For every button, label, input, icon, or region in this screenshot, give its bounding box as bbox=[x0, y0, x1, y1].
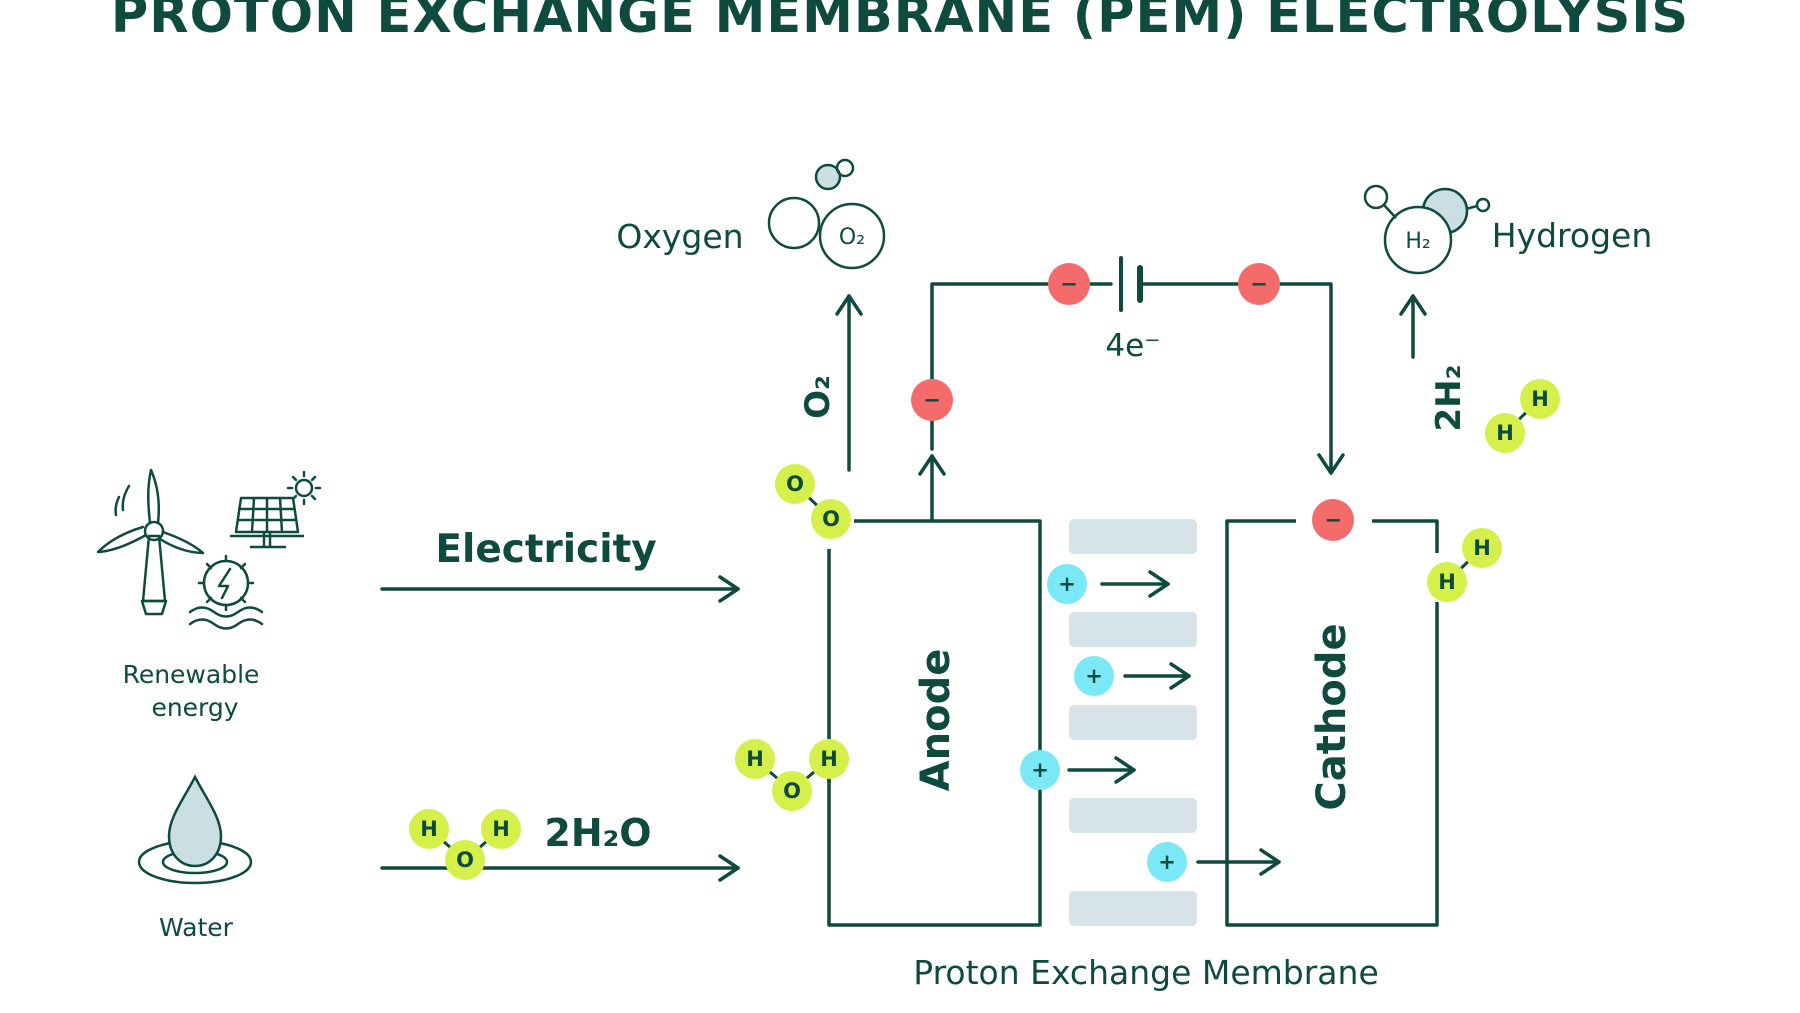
water-molecule-input: H H O bbox=[409, 809, 521, 880]
water-drop-icon bbox=[137, 774, 253, 885]
h2-molecule-label: H₂ bbox=[1405, 229, 1430, 254]
electricity-arrow bbox=[380, 575, 740, 603]
wind-turbine-icon bbox=[96, 468, 205, 616]
proton-group: + + + + bbox=[1020, 564, 1187, 882]
atom-h: H bbox=[492, 817, 510, 841]
atom-h: H bbox=[820, 747, 838, 771]
electron-group: − − − − bbox=[911, 263, 1354, 541]
membrane-label: Proton Exchange Membrane bbox=[913, 953, 1379, 992]
proton bbox=[1047, 564, 1087, 604]
hydrogen-molecule: H H bbox=[1427, 528, 1502, 602]
hydrogen-up-arrow bbox=[1399, 294, 1427, 359]
atom-h: H bbox=[746, 747, 764, 771]
cathode-label: Cathode bbox=[1309, 623, 1355, 810]
hydrogen-molecule-icon bbox=[1363, 184, 1491, 275]
hydrogen-label: Hydrogen bbox=[1492, 216, 1653, 255]
proton bbox=[1147, 842, 1187, 882]
atom-h: H bbox=[420, 817, 438, 841]
atom-h: H bbox=[1531, 387, 1549, 411]
oxygen-label: Oxygen bbox=[616, 217, 743, 256]
anode-label: Anode bbox=[913, 649, 959, 792]
proton-sign: + bbox=[1158, 850, 1176, 874]
water-label: Water bbox=[159, 913, 234, 942]
oxygen-molecule-icon bbox=[767, 158, 886, 270]
oxygen-up-arrow bbox=[835, 294, 863, 472]
proton bbox=[1020, 750, 1060, 790]
electron bbox=[1238, 263, 1280, 305]
hydro-power-icon bbox=[188, 554, 264, 630]
o2-flow-label: O₂ bbox=[798, 375, 838, 419]
solar-panel-icon bbox=[230, 496, 304, 549]
o2-molecule-label: O₂ bbox=[839, 225, 865, 250]
proton-exchange-membrane bbox=[1069, 519, 1197, 926]
electron-sign: − bbox=[1060, 272, 1078, 296]
oxygen-molecule: O O bbox=[775, 464, 851, 539]
renewable-energy-label-line2: energy bbox=[151, 693, 238, 722]
water-molecule-anode: H H O bbox=[735, 739, 849, 811]
electron-sign: − bbox=[1250, 272, 1268, 296]
electron bbox=[911, 379, 953, 421]
atom-o: O bbox=[783, 779, 801, 803]
electron bbox=[1312, 499, 1354, 541]
proton-sign: + bbox=[1085, 664, 1103, 688]
electron-sign: − bbox=[923, 388, 941, 412]
water-input-arrow bbox=[380, 854, 740, 882]
electricity-label: Electricity bbox=[435, 527, 656, 572]
atom-h: H bbox=[1496, 421, 1514, 445]
cathode-plate bbox=[1225, 519, 1439, 927]
h2-flow-label: 2H₂ bbox=[1429, 364, 1469, 431]
hydrogen-molecule: H H bbox=[1485, 379, 1560, 453]
water-flow-label: 2H₂O bbox=[544, 811, 651, 855]
proton bbox=[1074, 656, 1114, 696]
proton-sign: + bbox=[1031, 758, 1049, 782]
electron bbox=[1048, 263, 1090, 305]
atom-o: O bbox=[786, 472, 804, 496]
circuit-up-arrow bbox=[918, 454, 946, 521]
atom-o: O bbox=[456, 848, 474, 872]
page-title: PROTON EXCHANGE MEMBRANE (PEM) ELECTROLY… bbox=[110, 0, 1690, 45]
electrons-label: 4e⁻ bbox=[1105, 328, 1160, 364]
atom-h: H bbox=[1438, 570, 1456, 594]
proton-arrows bbox=[1067, 570, 1281, 876]
renewable-energy-label-line1: Renewable bbox=[123, 660, 260, 689]
atom-o: O bbox=[822, 507, 840, 531]
electron-sign: − bbox=[1324, 508, 1342, 532]
proton-sign: + bbox=[1058, 572, 1076, 596]
atom-h: H bbox=[1473, 536, 1491, 560]
sun-icon bbox=[286, 470, 322, 506]
